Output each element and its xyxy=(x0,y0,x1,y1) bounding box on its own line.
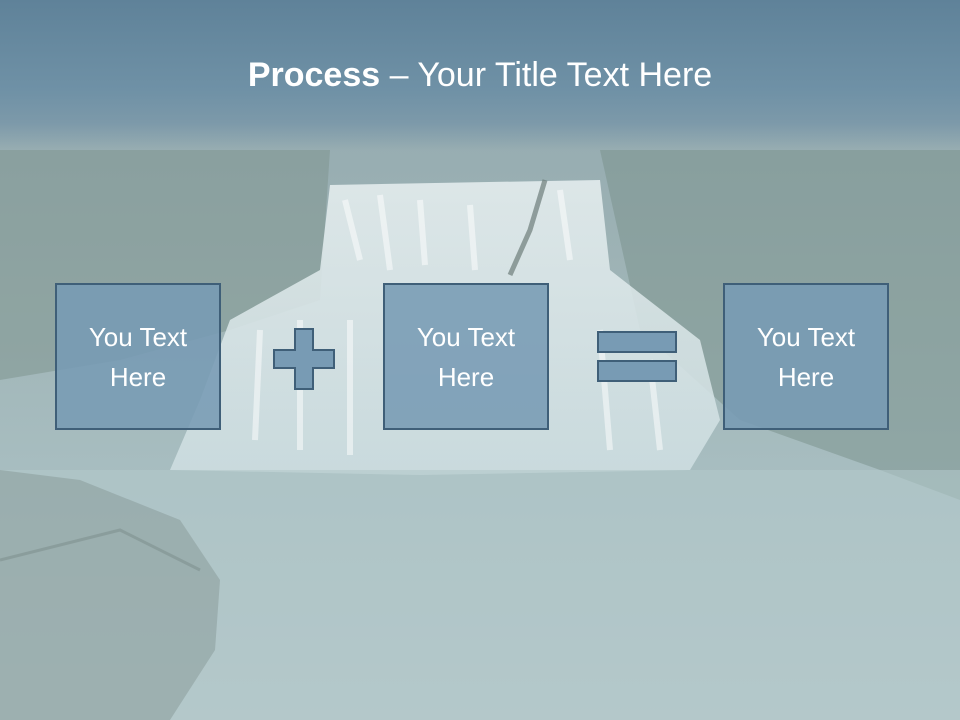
process-box-2[interactable]: You Text Here xyxy=(383,283,549,430)
process-box-3-text: You Text Here xyxy=(756,321,856,392)
slide-title[interactable]: Process – Your Title Text Here xyxy=(0,52,960,98)
title-rest: – Your Title Text Here xyxy=(380,56,713,94)
title-bold: Process xyxy=(247,56,381,94)
process-box-1[interactable]: You Text Here xyxy=(55,283,221,430)
process-box-3[interactable]: You Text Here xyxy=(723,283,889,430)
process-box-1-text: You Text Here xyxy=(88,321,188,392)
plus-icon xyxy=(273,328,335,390)
equals-icon xyxy=(597,331,677,382)
title-band xyxy=(0,0,960,150)
process-box-2-text: You Text Here xyxy=(416,321,516,392)
